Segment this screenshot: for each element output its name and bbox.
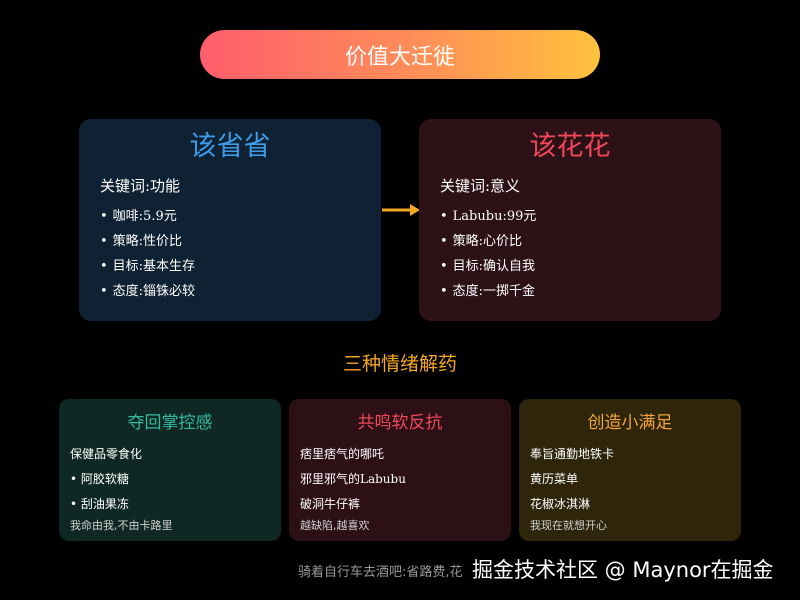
card-line: 破洞牛仔裤 (300, 497, 361, 511)
card-line: 奉旨通勤地铁卡 (530, 447, 615, 461)
card-title: 共鸣软反抗 (357, 413, 443, 433)
right-arrow-icon (382, 204, 420, 216)
list-item: •目标:确认自我 (440, 259, 536, 274)
card-save-money-title: 该省省 (189, 131, 271, 162)
card-save-money-list: •咖啡:5.9元 •策略:性价比 •目标:基本生存 •态度:锱铢必较 (100, 204, 381, 304)
card-note: 越缺陷,越喜欢 (300, 519, 370, 532)
card-line: 花椒冰淇淋 (530, 497, 591, 511)
card-line: 保健品零食化 (70, 447, 143, 461)
card-line: • 刮油果冻 (70, 497, 129, 511)
bullet-icon: • (100, 209, 108, 224)
footer-caption: 骑着自行车去酒吧:省路费,花 (298, 565, 463, 580)
bullet-icon: • (440, 234, 448, 249)
card-title: 创造小满足 (587, 413, 673, 433)
bullet-icon: • (100, 259, 108, 274)
card-note: 我现在就想开心 (530, 519, 607, 532)
list-item: •目标:基本生存 (100, 259, 196, 274)
list-item: •咖啡:5.9元 (100, 209, 177, 224)
watermark: 掘金技术社区 @ Maynor在掘金 (472, 558, 774, 582)
list-item: •策略:性价比 (100, 234, 183, 249)
card-soft-resistance: 共鸣软反抗 痞里痞气的哪吒 邪里邪气的Labubu 破洞牛仔裤 越缺陷,越喜欢 (289, 399, 511, 541)
card-line: 邪里邪气的Labubu (300, 472, 406, 486)
card-spend-money-title: 该花花 (529, 131, 611, 162)
card-small-satisfaction: 创造小满足 奉旨通勤地铁卡 黄历菜单 花椒冰淇淋 我现在就想开心 (519, 399, 741, 541)
card-line: 黄历菜单 (530, 472, 579, 486)
card-spend-money-keyword: 关键词:意义 (440, 177, 521, 195)
card-line: 痞里痞气的哪吒 (300, 447, 385, 461)
section-heading: 三种情绪解药 (342, 353, 457, 375)
page-title-text: 价值大迁徙 (344, 44, 455, 70)
list-item: •态度:一掷千金 (440, 284, 536, 299)
list-item: •Labubu:99元 (440, 209, 537, 224)
card-regain-control: 夺回掌控感 保健品零食化 • 阿胶软糖 • 刮油果冻 我命由我,不由卡路里 (59, 399, 281, 541)
card-line: • 阿胶软糖 (70, 472, 129, 486)
card-title: 夺回掌控感 (127, 413, 213, 433)
bullet-icon: • (440, 284, 448, 299)
bullet-icon: • (100, 284, 108, 299)
list-item: •态度:锱铢必较 (100, 284, 196, 299)
bullet-icon: • (440, 209, 448, 224)
list-item: •策略:心价比 (440, 234, 523, 249)
card-note: 我命由我,不由卡路里 (70, 519, 173, 532)
card-spend-money-list: •Labubu:99元 •策略:心价比 •目标:确认自我 •态度:一掷千金 (440, 204, 721, 304)
card-spend-money: 该花花 关键词:意义 •Labubu:99元 •策略:心价比 •目标:确认自我 … (419, 119, 721, 321)
card-save-money-keyword: 关键词:功能 (100, 177, 181, 195)
bullet-icon: • (440, 259, 448, 274)
page-title: 价值大迁徙 (200, 30, 600, 79)
bullet-icon: • (100, 234, 108, 249)
card-save-money: 该省省 关键词:功能 •咖啡:5.9元 •策略:性价比 •目标:基本生存 •态度… (79, 119, 381, 321)
